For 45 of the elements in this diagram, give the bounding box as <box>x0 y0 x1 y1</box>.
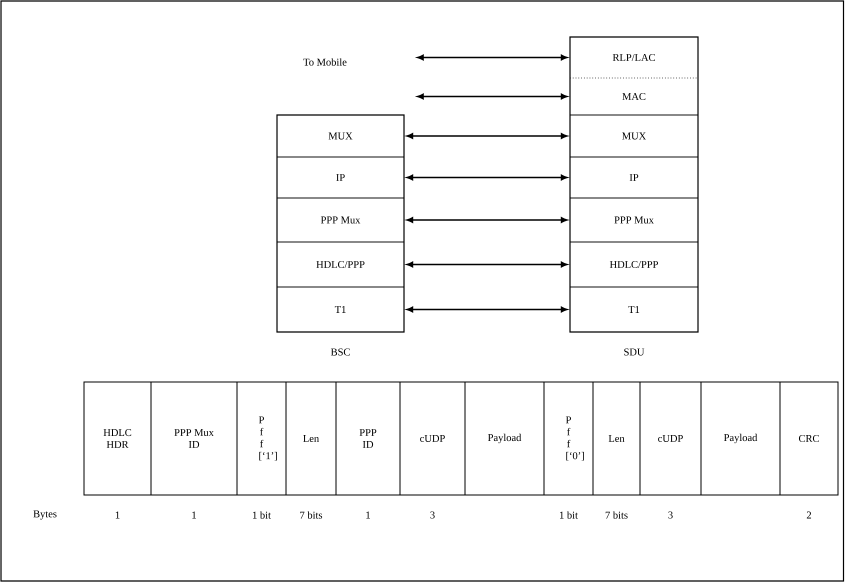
layer-box: IP <box>570 156 698 198</box>
arrow <box>417 94 568 100</box>
arrow <box>417 54 568 60</box>
layer-box: IP <box>276 156 404 198</box>
table-cell: Payload <box>700 382 780 496</box>
arrow <box>406 306 568 312</box>
node-label: SDU <box>624 348 644 356</box>
layer-box: MUX <box>570 114 698 158</box>
table-cell: CRC <box>780 382 838 496</box>
row-label: Bytes <box>33 510 57 520</box>
layer-box: MUX <box>276 114 404 158</box>
layer-box: MAC <box>570 78 698 116</box>
arrow <box>406 217 568 223</box>
arrow <box>406 262 568 268</box>
side-label: To Mobile <box>303 58 346 66</box>
table-cell: Len <box>592 382 640 496</box>
arrow <box>406 133 568 139</box>
byte-count: 7 bits <box>606 511 628 519</box>
layer-box: HDLC/PPP <box>276 242 404 288</box>
layer-box: T1 <box>570 286 698 332</box>
byte-count: 7 bits <box>300 511 322 519</box>
node-label: BSC <box>330 348 350 356</box>
table-cell: Len <box>286 382 336 496</box>
table-cell: PPP Mux ID <box>150 382 238 496</box>
table-cell: P f f [‘0’] <box>544 382 594 496</box>
byte-count: 3 <box>668 511 673 519</box>
table-cell: HDLC HDR <box>84 382 152 496</box>
byte-count: 1 bit <box>560 511 578 519</box>
table-cell: P f f [‘1’] <box>236 382 286 496</box>
table-cell: cUDP <box>640 382 702 496</box>
table-cell: Payload <box>464 382 544 496</box>
table-cell: PPP ID <box>336 382 400 496</box>
arrow <box>406 174 568 180</box>
layer-box: PPP Mux <box>570 198 698 242</box>
layer-box: PPP Mux <box>276 198 404 242</box>
layer-box: HDLC/PPP <box>570 242 698 288</box>
byte-count: 1 <box>116 512 120 518</box>
byte-count: 1 bit <box>252 511 271 519</box>
table-cell: cUDP <box>400 382 466 496</box>
byte-count: 1 <box>192 512 196 518</box>
layer-box: T1 <box>276 286 404 332</box>
layer-box: RLP/LAC <box>570 36 698 78</box>
byte-count: 3 <box>430 511 435 519</box>
byte-count: 1 <box>366 512 370 518</box>
byte-count: 2 <box>806 512 812 518</box>
